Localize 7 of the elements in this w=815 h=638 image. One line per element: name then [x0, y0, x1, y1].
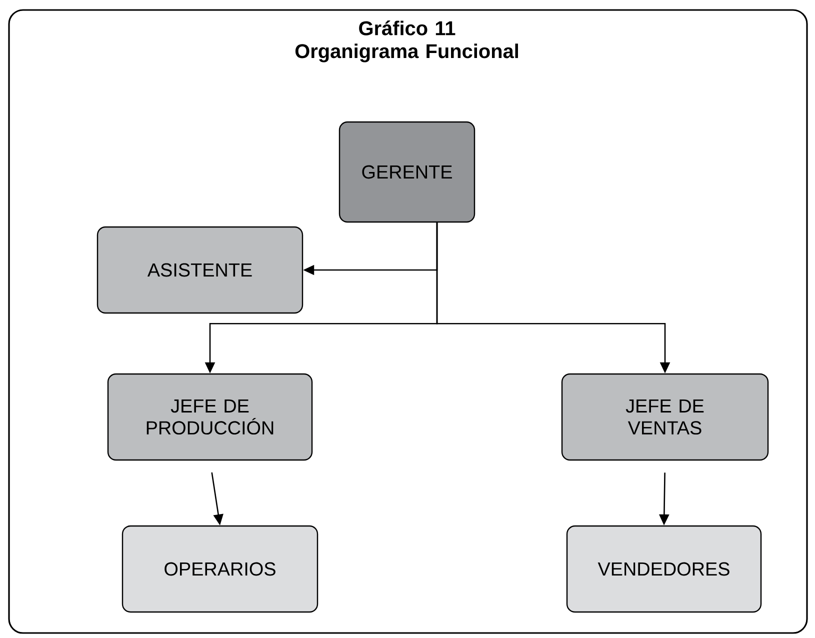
org-box: VENDEDORES — [566, 525, 762, 613]
title: Gráfico 11 Organigrama Funcional — [295, 20, 518, 62]
org-box: JEFE DE PRODUCCIÓN — [107, 373, 313, 461]
org-box: GERENTE — [338, 121, 476, 223]
org-box: OPERARIOS — [122, 525, 318, 613]
org-box: JEFE DE VENTAS — [561, 373, 769, 461]
org-box: ASISTENTE — [96, 226, 304, 314]
